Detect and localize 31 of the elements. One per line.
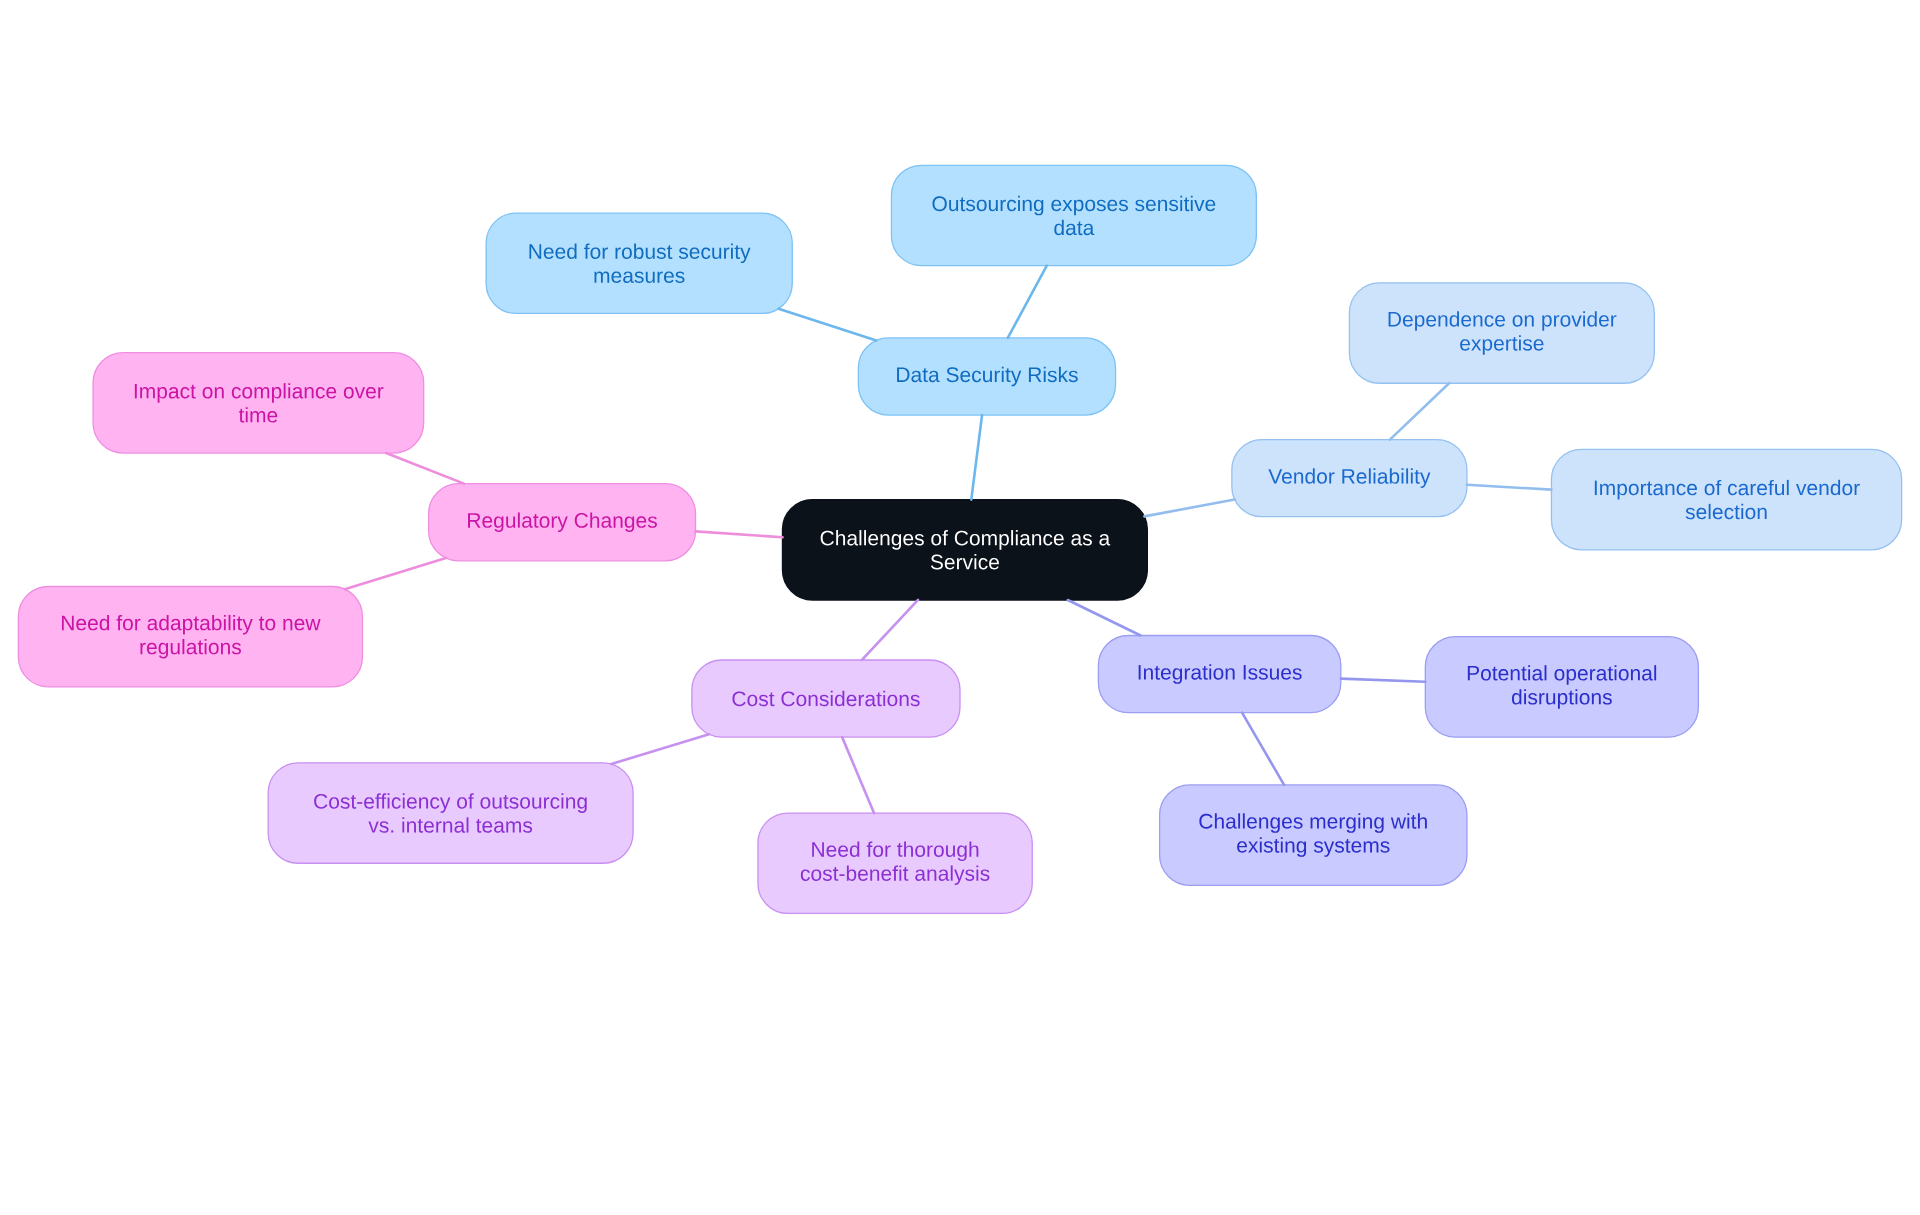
connector-line xyxy=(694,530,784,539)
topic-box: Integration Issues xyxy=(1097,634,1342,714)
connector-line xyxy=(343,556,448,591)
connector-line xyxy=(1240,711,1286,787)
connector-line xyxy=(384,451,466,485)
connector-line xyxy=(1066,598,1142,637)
subtopic-box: Need for robust security measures xyxy=(485,212,793,315)
topic-box: Vendor Reliability xyxy=(1231,438,1468,518)
subtopic-box: Importance of careful vendor selection xyxy=(1550,448,1903,551)
connector-line xyxy=(1388,381,1451,441)
subtopic-box: Challenges merging with existing systems xyxy=(1158,784,1468,886)
connector-line xyxy=(970,413,984,501)
central-topic-box: Challenges of Compliance as a Service xyxy=(781,498,1148,601)
connector-line xyxy=(1339,677,1427,684)
subtopic-box: Outsourcing exposes sensitive data xyxy=(890,164,1257,267)
subtopic-box: Need for thorough cost-benefit analysis xyxy=(757,812,1033,915)
topic-box: Cost Considerations xyxy=(691,659,961,738)
subtopic-box: Need for adaptability to new regulations xyxy=(17,585,364,688)
subtopic-box: Potential operational disruptions xyxy=(1424,636,1700,738)
connector-line xyxy=(860,598,920,662)
connector-line xyxy=(840,735,876,815)
connector-line xyxy=(1143,498,1236,518)
topic-box: Regulatory Changes xyxy=(427,483,697,562)
connector-line xyxy=(777,307,878,342)
topic-box: Data Security Risks xyxy=(857,337,1117,416)
connector-line xyxy=(610,732,711,766)
subtopic-box: Dependence on provider expertise xyxy=(1348,282,1655,384)
subtopic-box: Impact on compliance over time xyxy=(92,352,425,454)
subtopic-box: Cost-efficiency of outsourcing vs. internal teams xyxy=(267,762,634,864)
connector-line xyxy=(1465,483,1553,491)
connector-line xyxy=(1006,264,1049,340)
